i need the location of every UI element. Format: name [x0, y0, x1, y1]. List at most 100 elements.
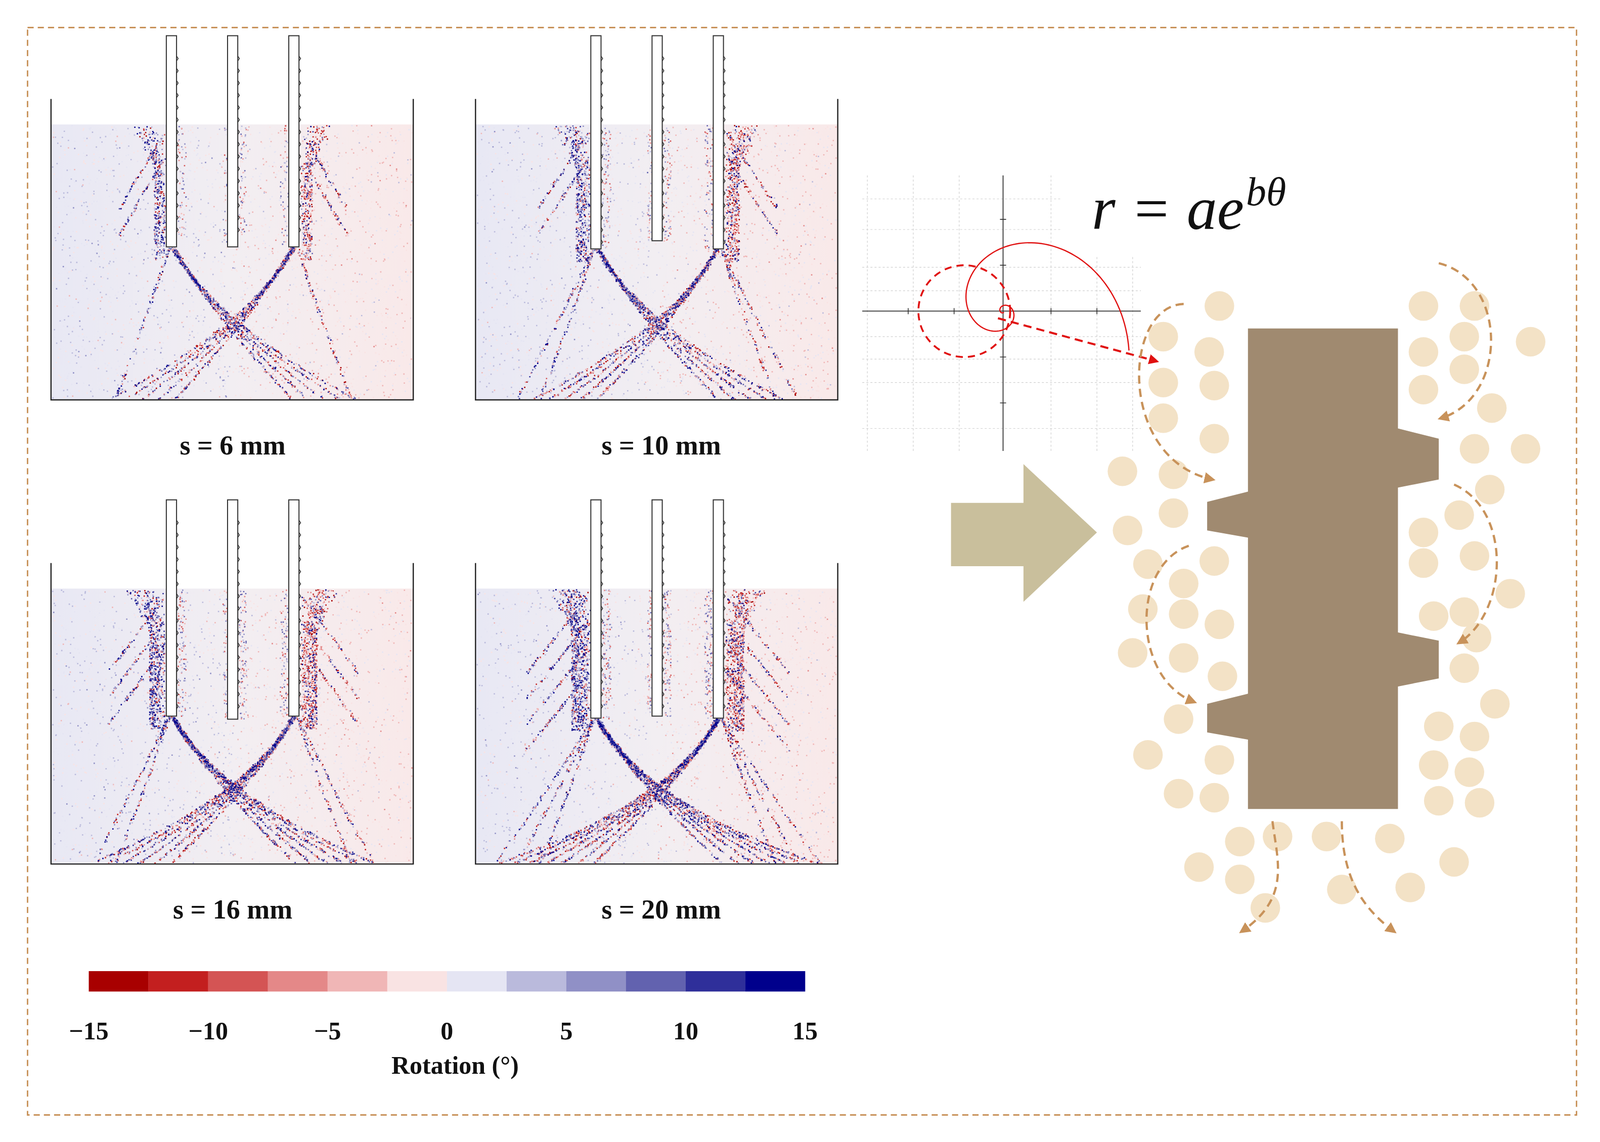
grid-line	[862, 229, 1061, 230]
colorbar-tick: 10	[673, 1018, 699, 1044]
colorbar-step	[387, 971, 448, 992]
soil-particle	[1133, 740, 1164, 771]
grid-line	[862, 198, 1061, 200]
soil-particle	[1199, 783, 1230, 814]
test-panel	[475, 35, 838, 400]
rotation-speckle	[117, 124, 408, 400]
equation: r = ae	[1091, 178, 1244, 240]
soil-particle	[1250, 893, 1281, 924]
pile-ribs	[723, 56, 726, 245]
soil-particle	[1224, 826, 1255, 857]
grid-line	[1096, 256, 1098, 451]
pile-ribs	[298, 56, 301, 233]
panel-caption: s = 20 mm	[601, 896, 721, 924]
soil-particle	[1418, 750, 1449, 781]
test-panel	[475, 500, 838, 865]
colorbar-tick: 0	[440, 1018, 454, 1044]
soil-particle	[1516, 327, 1546, 358]
colorbar-step	[447, 971, 507, 992]
colorbar-step	[208, 971, 269, 992]
panel-caption: s = 16 mm	[172, 896, 293, 924]
soil-particle	[1204, 609, 1235, 640]
rotation-speckle	[521, 125, 781, 400]
pile-ribs	[662, 520, 664, 709]
rotation-speckle	[523, 589, 811, 864]
colorbar-title: Rotation (°)	[391, 1052, 519, 1079]
soil-particle	[1424, 786, 1454, 817]
soil-particle	[1184, 852, 1215, 883]
pile-ribs	[723, 520, 726, 709]
soil-particle	[1408, 337, 1439, 368]
rotation-speckle	[485, 125, 781, 399]
axis-ticks	[908, 219, 1097, 404]
equation-exponent: bθ	[1246, 171, 1286, 212]
soil-particle	[1475, 474, 1505, 505]
soil-particle	[1480, 689, 1510, 720]
colorbar-tick: −15	[68, 1018, 109, 1044]
panel-caption: s = 10 mm	[601, 431, 721, 460]
dashed-frame	[27, 27, 1577, 1116]
soil-particle	[1133, 549, 1164, 580]
colorbar-step	[268, 971, 328, 992]
soil-particle	[1168, 568, 1199, 599]
soil-particle	[1148, 367, 1179, 398]
rotation-speckle	[108, 590, 372, 865]
soil-particle	[1148, 322, 1179, 352]
rotation-speckle	[477, 589, 819, 864]
soil-particle	[1408, 291, 1439, 322]
soil-particle	[1311, 821, 1342, 852]
soil-particle	[1459, 541, 1490, 571]
pile-ribs	[237, 520, 240, 709]
pointer-arrow	[997, 318, 1157, 362]
soil-particle	[1424, 711, 1454, 742]
model-pile	[288, 500, 299, 717]
colorbar-tick: −5	[314, 1018, 342, 1044]
grid-line	[862, 359, 1141, 360]
model-pile	[713, 35, 724, 250]
soil-particle	[1439, 847, 1470, 878]
model-pile	[590, 500, 601, 719]
soil-particle	[1408, 548, 1439, 579]
soil-particle	[1207, 661, 1238, 692]
soil-particle	[1112, 515, 1143, 546]
particle-flow-arrow	[1146, 546, 1194, 703]
figure-group	[27, 27, 1577, 1116]
soil-particle	[1163, 704, 1194, 735]
model-pile	[288, 35, 299, 248]
rotation-speckle	[476, 589, 826, 865]
log-spiral	[965, 242, 1129, 351]
soil-particle	[1418, 601, 1449, 632]
soil-particle	[1464, 788, 1495, 819]
soil-particle	[1118, 638, 1148, 669]
soil-particle	[1224, 864, 1255, 895]
grid-line	[862, 428, 1141, 429]
flow-arrows	[1139, 263, 1497, 932]
colorbar-step	[566, 971, 627, 992]
model-pile	[590, 35, 601, 250]
pile-ribs	[298, 520, 301, 709]
model-pile	[166, 500, 177, 717]
dashed-circle	[918, 265, 1011, 358]
rotation-speckle	[104, 589, 374, 864]
soil-particle	[1459, 291, 1490, 322]
soil-particle	[1449, 597, 1480, 628]
soil-particle	[1262, 821, 1293, 852]
soil-particle	[1449, 354, 1480, 385]
colorbar-step	[745, 971, 806, 992]
soil-particle	[1199, 546, 1230, 577]
soil-particle	[1395, 872, 1426, 903]
soil-particle	[1148, 403, 1179, 434]
panel-caption: s = 6 mm	[179, 431, 286, 460]
particle-flow-arrow	[1139, 303, 1213, 480]
soil-particle	[1199, 423, 1230, 454]
soil-particle	[1408, 517, 1439, 548]
soil-particle	[1128, 594, 1159, 625]
soil-particle	[1194, 337, 1225, 368]
colorbar-tick: 15	[792, 1018, 818, 1044]
test-panel	[51, 35, 414, 400]
soil-particle	[1204, 291, 1235, 322]
colorbar-step	[626, 971, 686, 992]
grid-line	[912, 175, 914, 452]
rotation-speckle	[53, 589, 373, 864]
